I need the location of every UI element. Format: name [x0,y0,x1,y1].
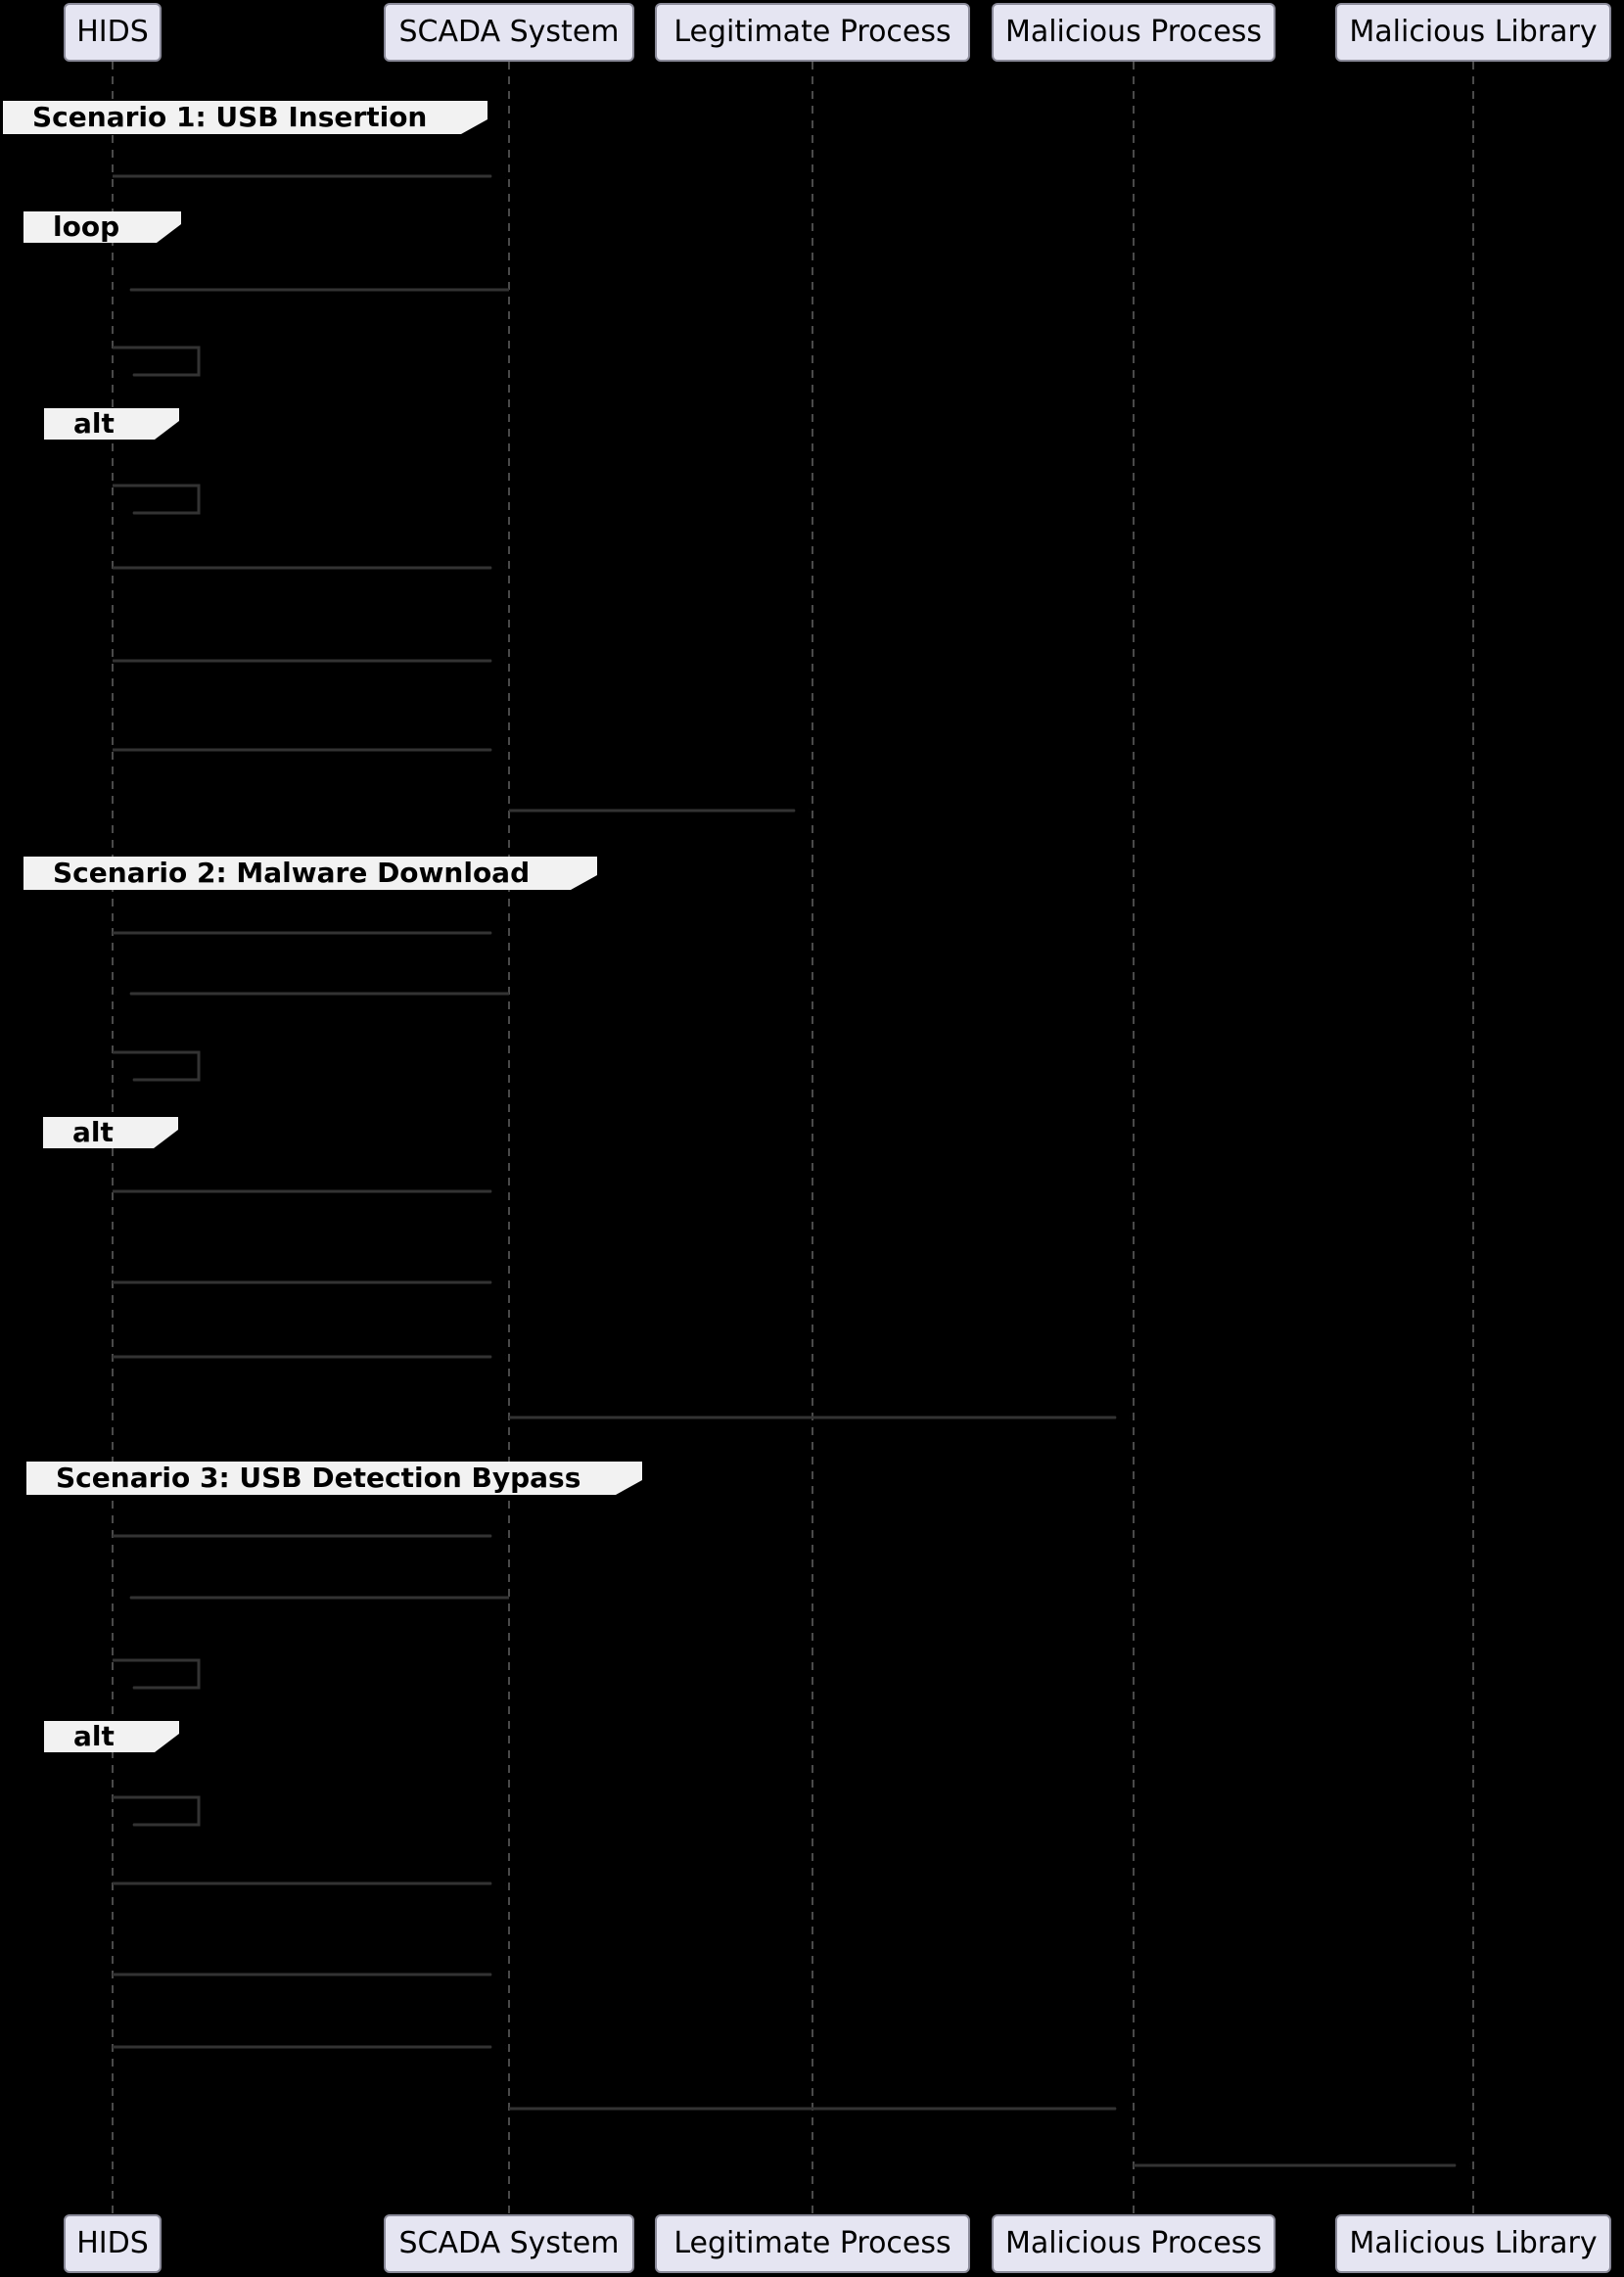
actor-label: SCADA System [398,15,620,49]
operator-tab: alt [43,1117,178,1148]
actor-box-malproc-bottom: Malicious Process [992,2214,1276,2273]
actor-label: Malicious Process [1004,2226,1263,2260]
self-message-arrow [113,1050,201,1092]
frame-label-text: loop [53,210,120,243]
actor-label: HIDS [76,15,149,49]
section-banner: Scenario 3: USB Detection Bypass [26,1462,642,1495]
frame-label-text: Scenario 2: Malware Download [53,857,531,889]
actor-label: Legitimate Process [673,15,951,49]
actor-label: Malicious Process [1004,15,1263,49]
actor-box-legit-top: Legitimate Process [655,3,970,62]
actor-box-hids-bottom: HIDS [64,2214,162,2273]
operator-tab: loop [23,211,181,243]
actor-box-scada-bottom: SCADA System [384,2214,634,2273]
actor-box-malproc-top: Malicious Process [992,3,1276,62]
actor-box-legit-bottom: Legitimate Process [655,2214,970,2273]
operator-tab: alt [44,1721,179,1752]
self-message-arrow [113,1795,201,1836]
section-banner: Scenario 2: Malware Download [23,857,597,890]
actor-box-mallib-bottom: Malicious Library [1335,2214,1611,2273]
frame-label-text: Scenario 1: USB Insertion [32,101,428,133]
actor-label: HIDS [76,2226,149,2260]
self-message-arrow [113,346,201,387]
operator-tab: alt [44,408,179,440]
frame-label-text: alt [72,1116,114,1148]
self-message-arrow [113,484,201,525]
section-banner: Scenario 1: USB Insertion [3,101,487,134]
actor-box-hids-top: HIDS [64,3,162,62]
frame-label-text: alt [73,407,115,440]
frame-label-text: alt [73,1720,115,1752]
frame-label-text: Scenario 3: USB Detection Bypass [56,1462,581,1494]
actor-label: SCADA System [398,2226,620,2260]
actor-label: Malicious Library [1349,2226,1598,2260]
self-message-arrow [113,1658,201,1699]
actor-box-mallib-top: Malicious Library [1335,3,1611,62]
actor-label: Malicious Library [1349,15,1598,49]
actor-label: Legitimate Process [673,2226,951,2260]
actor-box-scada-top: SCADA System [384,3,634,62]
